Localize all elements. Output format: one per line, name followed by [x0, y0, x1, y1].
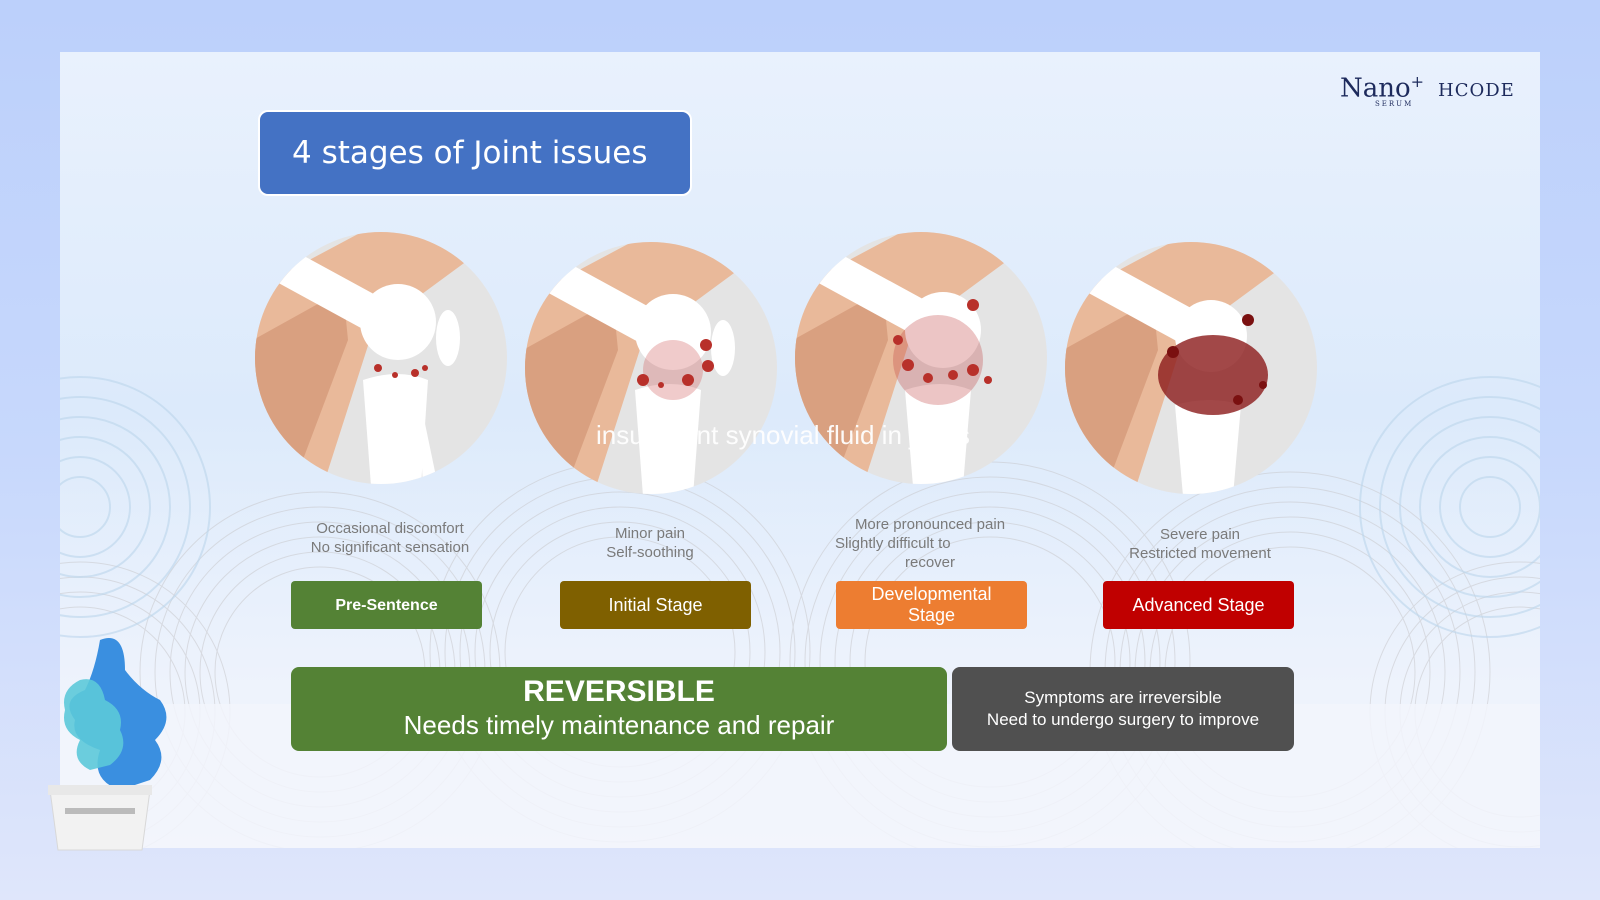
joint-illustration-developmental — [795, 232, 1047, 484]
stage-advanced-label: Advanced Stage — [1103, 581, 1294, 629]
irreversible-banner: Symptoms are irreversible Need to underg… — [952, 667, 1294, 751]
nano-logo: Nano+ — [1340, 72, 1425, 104]
hcode-logo: HCODE — [1438, 80, 1515, 101]
slide: 4 stages of Joint issues Nano+ SERUM HCO… — [60, 52, 1540, 848]
joint-illustration-healthy — [255, 232, 507, 484]
reversible-text: Needs timely maintenance and repair — [403, 710, 835, 740]
synovial-fluid-overlay-text: insufficient synovial fluid in joints — [596, 420, 970, 450]
stage-pre-sentence-label: Pre-Sentence — [291, 581, 482, 629]
joint-illustration-advanced — [1065, 242, 1317, 494]
reversible-heading: REVERSIBLE — [523, 675, 715, 708]
stage-initial-label: Initial Stage — [560, 581, 751, 629]
stage-3-description: More pronounced pain Slightly difficult … — [835, 516, 1006, 571]
page-title: 4 stages of Joint issues — [258, 110, 692, 196]
serum-logo-text: SERUM — [1375, 100, 1414, 108]
plant-decoration-icon — [48, 638, 167, 851]
joint-illustration-initial — [525, 242, 777, 494]
reversible-banner: REVERSIBLE Needs timely maintenance and … — [291, 667, 947, 751]
